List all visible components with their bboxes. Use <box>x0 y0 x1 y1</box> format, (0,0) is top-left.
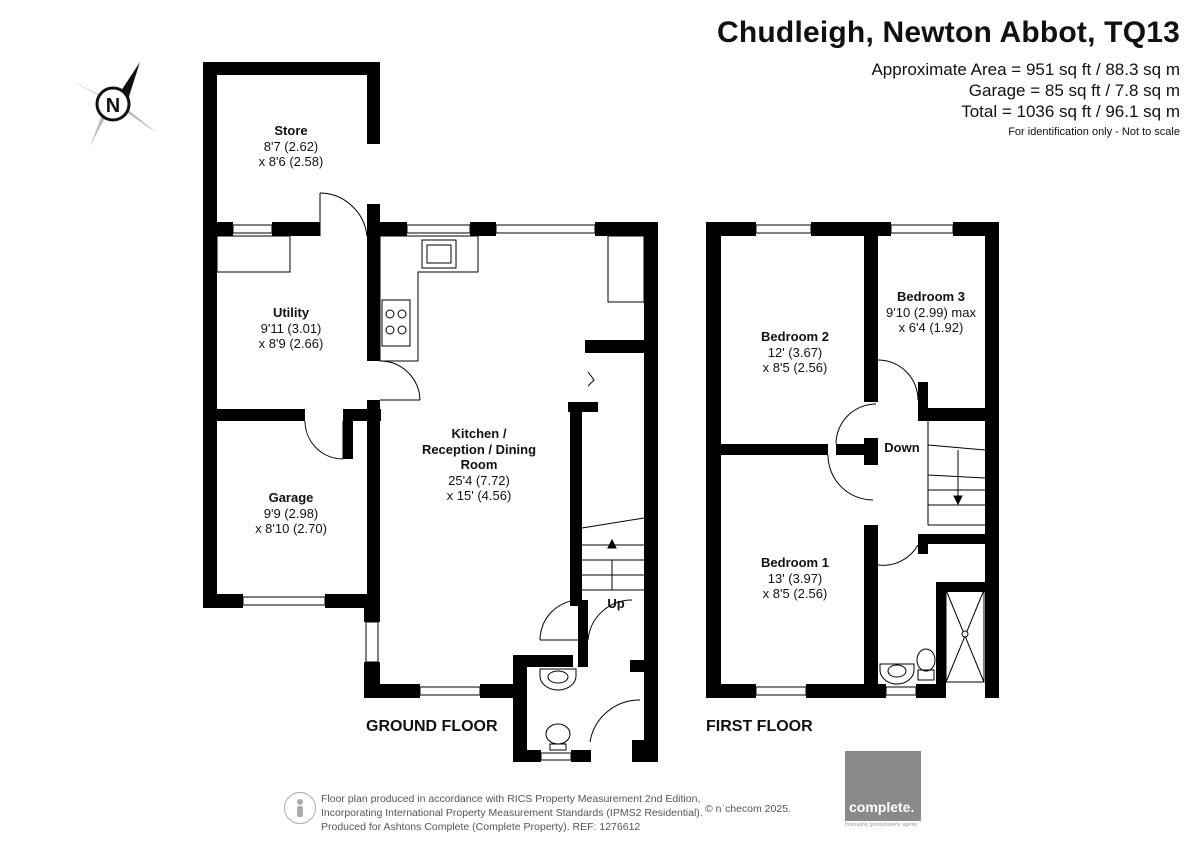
ground-floor-label: GROUND FLOOR <box>366 718 498 735</box>
footer-line-1: Floor plan produced in accordance with R… <box>321 793 701 805</box>
room-bedroom-2: Bedroom 2 12' (3.67) x 8'5 (2.56) <box>761 329 829 375</box>
compass-letter: N <box>106 95 120 117</box>
footer-line-2: Incorporating International Property Mea… <box>321 807 703 819</box>
svg-text:Garage: Garage <box>269 490 314 505</box>
svg-text:x 6'4 (1.92): x 6'4 (1.92) <box>899 320 964 335</box>
svg-text:Store: Store <box>274 123 307 138</box>
shower-tray-icon <box>945 589 985 683</box>
total-area: Total = 1036 sq ft / 96.1 sq m <box>961 102 1180 121</box>
svg-text:9'10 (2.99) max: 9'10 (2.99) max <box>886 305 976 320</box>
room-kitchen: Kitchen / Reception / Dining Room 25'4 (… <box>422 426 536 503</box>
svg-text:13' (3.97): 13' (3.97) <box>768 571 823 586</box>
first-floor-label: FIRST FLOOR <box>706 718 813 735</box>
svg-text:Reception / Dining: Reception / Dining <box>422 442 536 457</box>
stairs-down-label: Down <box>884 440 919 455</box>
page-title: Chudleigh, Newton Abbot, TQ13 <box>717 16 1180 49</box>
first-floor-windows <box>755 224 954 696</box>
garage-area: Garage = 85 sq ft / 7.8 sq m <box>968 81 1180 100</box>
svg-text:x 8'5 (2.56): x 8'5 (2.56) <box>763 360 828 375</box>
svg-text:Utility: Utility <box>273 305 310 320</box>
room-garage: Garage 9'9 (2.98) x 8'10 (2.70) <box>255 490 327 536</box>
first-floor-fixtures <box>827 359 986 685</box>
ground-floor-walls <box>203 62 658 762</box>
room-store: Store 8'7 (2.62) x 8'6 (2.58) <box>259 123 324 169</box>
svg-text:25'4 (7.72): 25'4 (7.72) <box>448 473 510 488</box>
svg-text:12' (3.67): 12' (3.67) <box>768 345 823 360</box>
svg-text:8'7 (2.62): 8'7 (2.62) <box>264 139 319 154</box>
svg-text:x 8'6 (2.58): x 8'6 (2.58) <box>259 154 324 169</box>
svg-text:Bedroom 2: Bedroom 2 <box>761 329 829 344</box>
brand-name: complete. <box>849 799 915 815</box>
scale-note: For identification only - Not to scale <box>1008 126 1180 138</box>
hob-icon <box>381 299 411 347</box>
ground-floor-fixtures <box>216 192 645 751</box>
copyright: © nˈchecom 2025. <box>705 803 791 815</box>
bathroom-toilet-icon <box>916 648 936 672</box>
svg-text:Room: Room <box>461 457 498 472</box>
basin-icon <box>539 668 577 691</box>
room-bedroom-1: Bedroom 1 13' (3.97) x 8'5 (2.56) <box>761 555 829 601</box>
room-bedroom-3: Bedroom 3 9'10 (2.99) max x 6'4 (1.92) <box>886 289 976 335</box>
brand-tagline: thoroughly good property agents <box>845 822 917 828</box>
room-utility: Utility 9'11 (3.01) x 8'9 (2.66) <box>259 305 324 351</box>
svg-text:Kitchen /: Kitchen / <box>452 426 507 441</box>
svg-text:x 8'9 (2.66): x 8'9 (2.66) <box>259 336 324 351</box>
bathroom-basin-icon <box>879 663 915 685</box>
svg-text:x 8'5 (2.56): x 8'5 (2.56) <box>763 586 828 601</box>
brand-logo: complete. <box>845 751 921 821</box>
svg-text:Bedroom 3: Bedroom 3 <box>897 289 965 304</box>
kitchen-sink-icon <box>421 239 457 269</box>
svg-text:x 15' (4.56): x 15' (4.56) <box>447 488 512 503</box>
compass-icon: N <box>70 62 158 146</box>
approximate-area: Approximate Area = 951 sq ft / 88.3 sq m <box>871 60 1180 79</box>
footer-line-3: Produced for Ashtons Complete (Complete … <box>321 821 641 833</box>
ground-floor-windows <box>232 224 596 761</box>
footer-disclaimer: Floor plan produced in accordance with R… <box>321 792 703 834</box>
first-floor-walls <box>706 222 999 698</box>
svg-text:Bedroom 1: Bedroom 1 <box>761 555 829 570</box>
svg-text:9'11 (3.01): 9'11 (3.01) <box>261 321 322 336</box>
person-info-icon <box>284 792 316 824</box>
toilet-icon <box>545 723 571 745</box>
svg-text:9'9 (2.98): 9'9 (2.98) <box>264 506 319 521</box>
stairs-up-label: Up <box>607 596 624 611</box>
svg-text:x 8'10 (2.70): x 8'10 (2.70) <box>255 521 327 536</box>
